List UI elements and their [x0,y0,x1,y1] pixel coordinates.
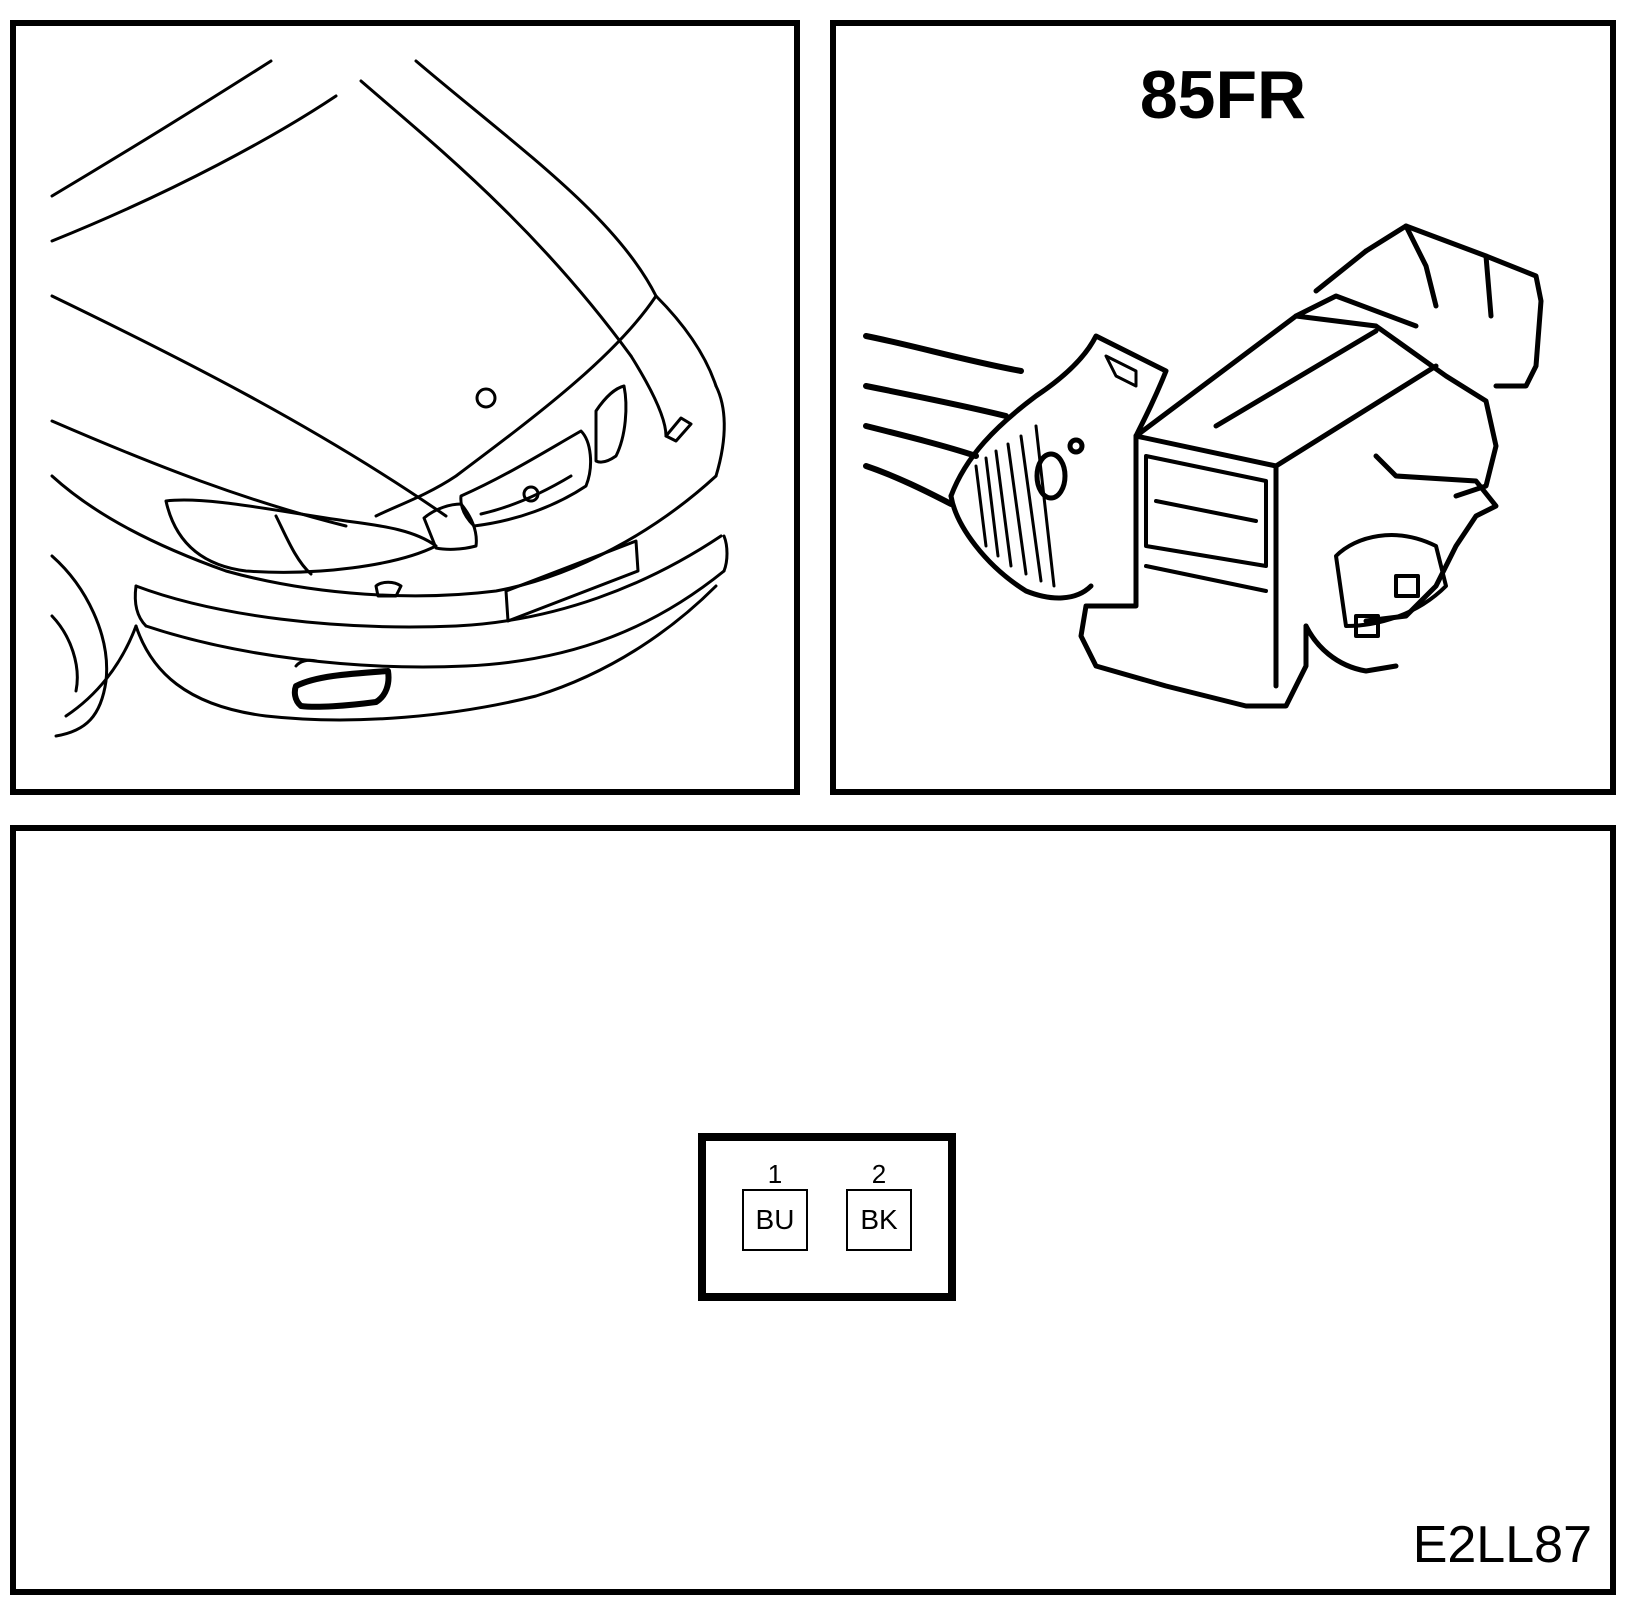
figure-id: E2LL87 [1412,1516,1592,1574]
pin-1: 1 BU [742,1159,808,1251]
connector-panel: 85FR [830,20,1616,795]
pin-number: 1 [767,1159,783,1189]
pin-2: 2 BK [846,1159,912,1251]
pin-color-code: BU [742,1189,808,1251]
car-front-location-illustration [50,59,729,738]
connector-face: 1 BU 2 BK [698,1133,956,1301]
connector-illustration [863,223,1544,709]
connector-code: 85FR [1139,57,1307,133]
vehicle-location-panel [10,20,800,795]
pin-number: 2 [871,1159,887,1189]
pinout-panel: 1 BU 2 BK E2LL87 [10,825,1616,1595]
pin-color-code: BK [846,1189,912,1251]
